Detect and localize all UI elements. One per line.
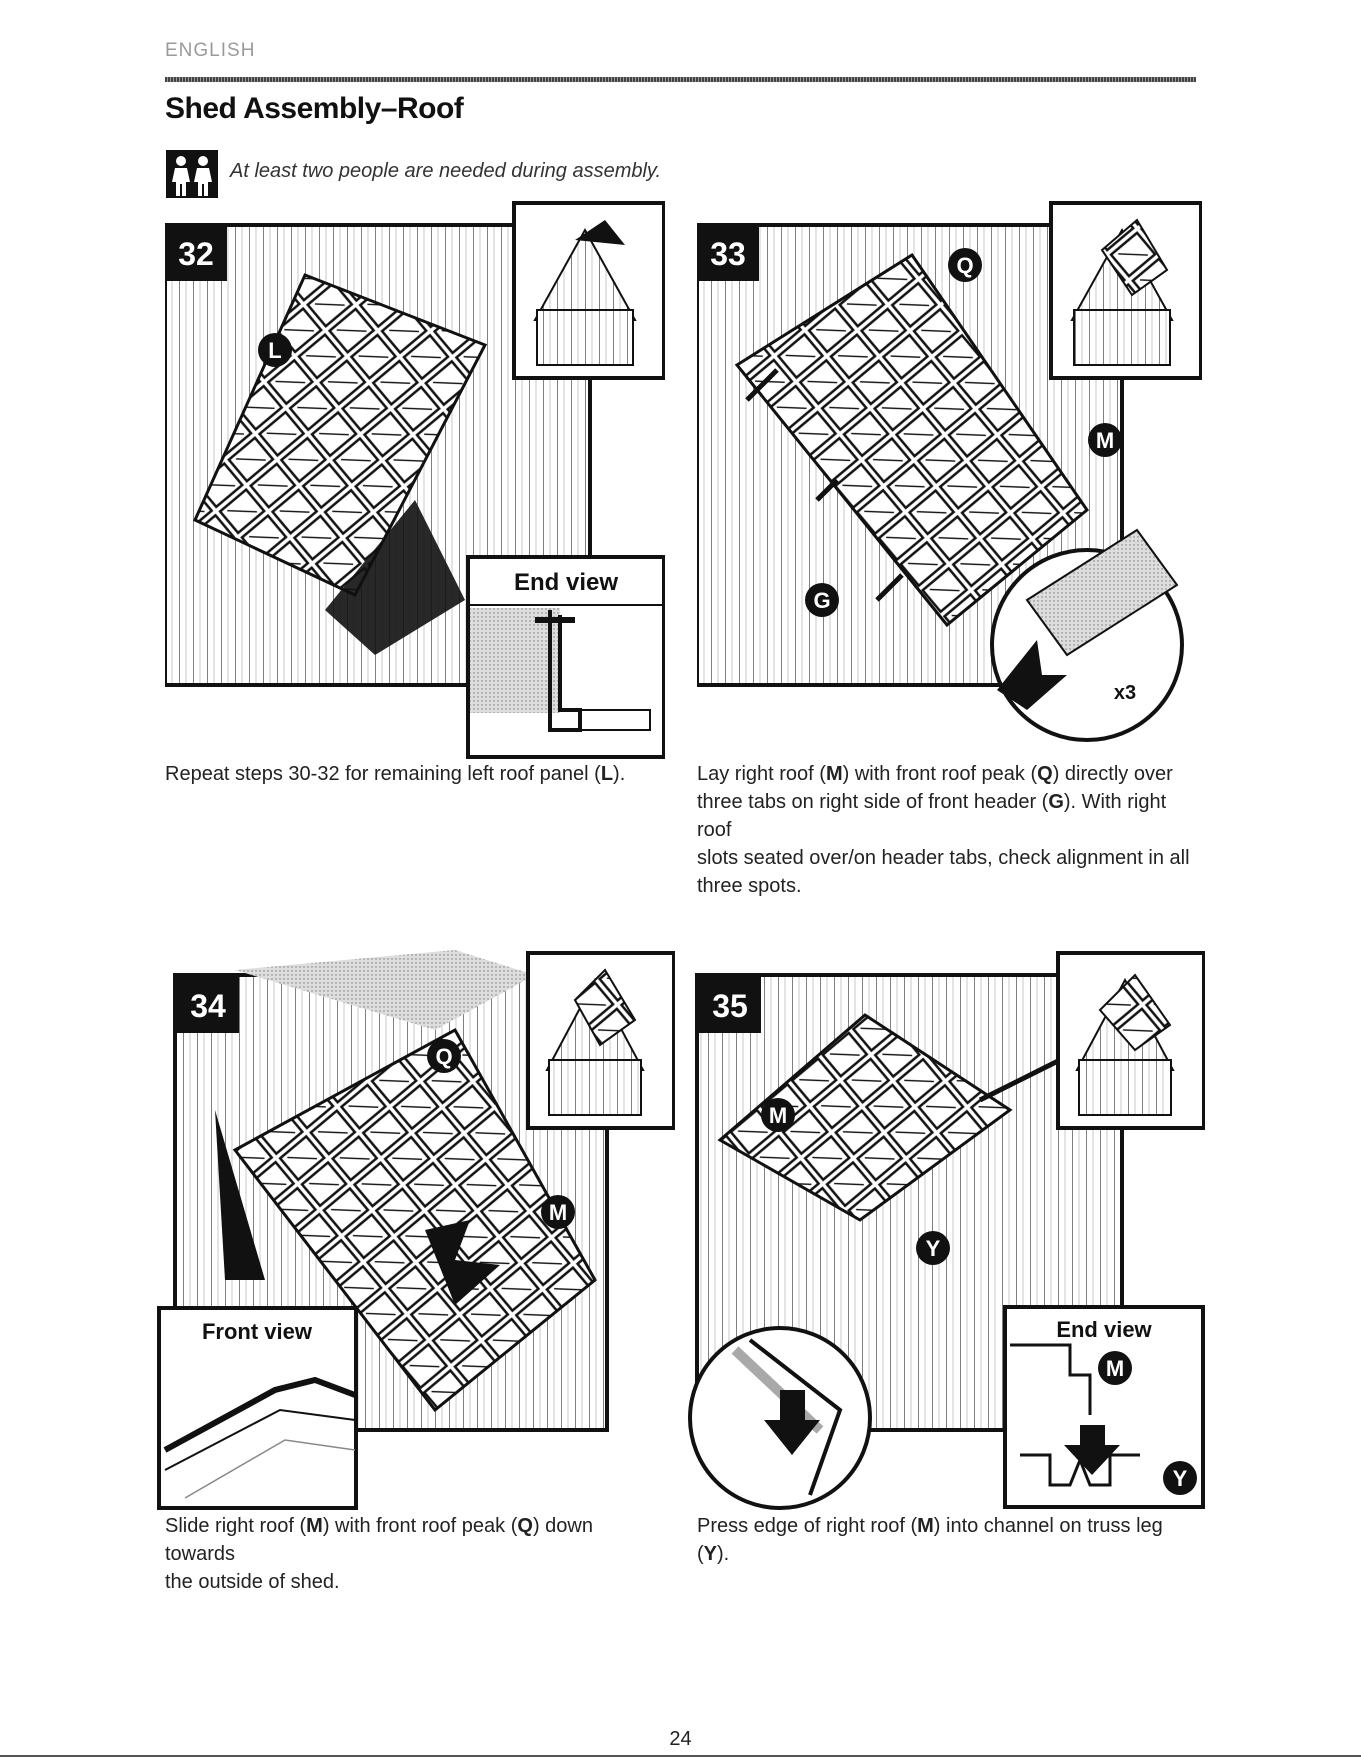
step-34-caption: Slide right roof (M) with front roof pea… xyxy=(165,1512,665,1596)
inset-callout-m: M xyxy=(1106,1356,1124,1381)
step-32-panel: 32 L End view xyxy=(165,200,665,760)
inset-label: End view xyxy=(1056,1317,1152,1342)
step-32-caption: Repeat steps 30-32 for remaining left ro… xyxy=(165,760,665,788)
callout-y: Y xyxy=(926,1236,941,1261)
step-number: 32 xyxy=(178,236,214,272)
page-number: 24 xyxy=(669,1728,692,1750)
bottom-divider xyxy=(0,1755,1361,1757)
two-people-icon xyxy=(166,150,218,198)
step-number: 35 xyxy=(712,988,748,1024)
callout-m: M xyxy=(549,1200,567,1225)
assembly-note: At least two people are needed during as… xyxy=(230,160,662,182)
callout-l: L xyxy=(268,338,281,363)
step-35-caption: Press edge of right roof (M) into channe… xyxy=(697,1512,1197,1568)
callout-q: Q xyxy=(956,253,973,278)
caption-line-3: slots seated over/on header tabs, check … xyxy=(697,847,1190,869)
callout-m: M xyxy=(1096,428,1114,453)
step-33-caption: Lay right roof (M) with front roof peak … xyxy=(697,760,1197,900)
callout-m: M xyxy=(769,1103,787,1128)
inset-label: Front view xyxy=(202,1319,313,1344)
caption-part-ref: L xyxy=(600,763,614,785)
step-34-panel: 34 Q M Front view xyxy=(155,950,675,1510)
step-35-panel: 35 M Y End view M Y xyxy=(680,950,1205,1510)
caption-line-1: Lay right roof (M) with front roof peak … xyxy=(697,763,1173,785)
caption-line-2: three tabs on right side of front header… xyxy=(697,791,1167,841)
caption-line-1: Slide right roof (M) with front roof pea… xyxy=(165,1515,593,1565)
step-number: 34 xyxy=(190,988,226,1024)
caption-line-1: Press edge of right roof (M) into channe… xyxy=(697,1515,1163,1565)
callout-g: G xyxy=(813,588,830,613)
caption-line-2: the outside of shed. xyxy=(165,1571,340,1593)
language-label: ENGLISH xyxy=(165,40,256,61)
inset-callout-y: Y xyxy=(1173,1466,1188,1491)
step-33-panel: 33 Q M G 2 x3 xyxy=(697,200,1202,760)
caption-line-4: three spots. xyxy=(697,875,802,897)
page-title: Shed Assembly–Roof xyxy=(165,92,464,125)
caption-text-end: ). xyxy=(613,763,626,785)
arrow-number: 2 xyxy=(1046,653,1057,675)
step-number: 33 xyxy=(710,236,746,272)
header-divider xyxy=(165,77,1196,82)
multiplier-label: x3 xyxy=(1114,682,1136,704)
inset-label: End view xyxy=(514,569,618,596)
caption-text: Repeat steps 30-32 for remaining left ro… xyxy=(165,763,601,785)
callout-q: Q xyxy=(435,1044,452,1069)
